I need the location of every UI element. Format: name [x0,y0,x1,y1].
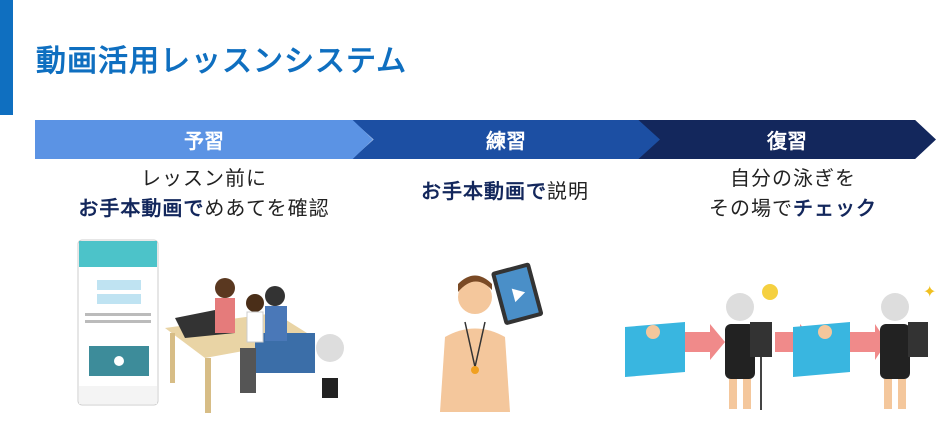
step-practice: 練習 [352,120,660,159]
step-preview-description: レッスン前に お手本動画でめあてを確認 [35,163,373,223]
desc-rest: めあてを確認 [204,196,330,220]
accent-bar [0,0,13,115]
step-label: 復習 [767,129,807,153]
page-title: 動画活用レッスンシステム [36,44,408,79]
step-practice-description: お手本動画で説明 [370,176,640,206]
desc-line: その場でチェック [650,193,936,223]
desc-bold: お手本動画で [78,196,205,220]
instructor-tablet-illustration [440,262,544,412]
step-review: 復習 [638,120,936,159]
phone-family-illustration [77,239,344,413]
step-preview: 予習 [35,120,373,159]
desc-pre: その場で [709,196,793,220]
desc-line: レッスン前に [141,166,267,190]
desc-line: お手本動画でめあてを確認 [35,193,373,223]
desc-rest: 説明 [547,179,589,203]
desc-line: 自分の泳ぎを [730,166,856,190]
step-label: 練習 [486,129,526,153]
step-review-description: 自分の泳ぎを その場でチェック [650,163,936,223]
swim-review-illustration: ✦ [625,282,936,410]
svg-text:✦: ✦ [923,282,936,301]
step-label: 予習 [184,129,224,153]
desc-bold: お手本動画で [421,179,547,203]
desc-bold: チェック [793,196,877,220]
